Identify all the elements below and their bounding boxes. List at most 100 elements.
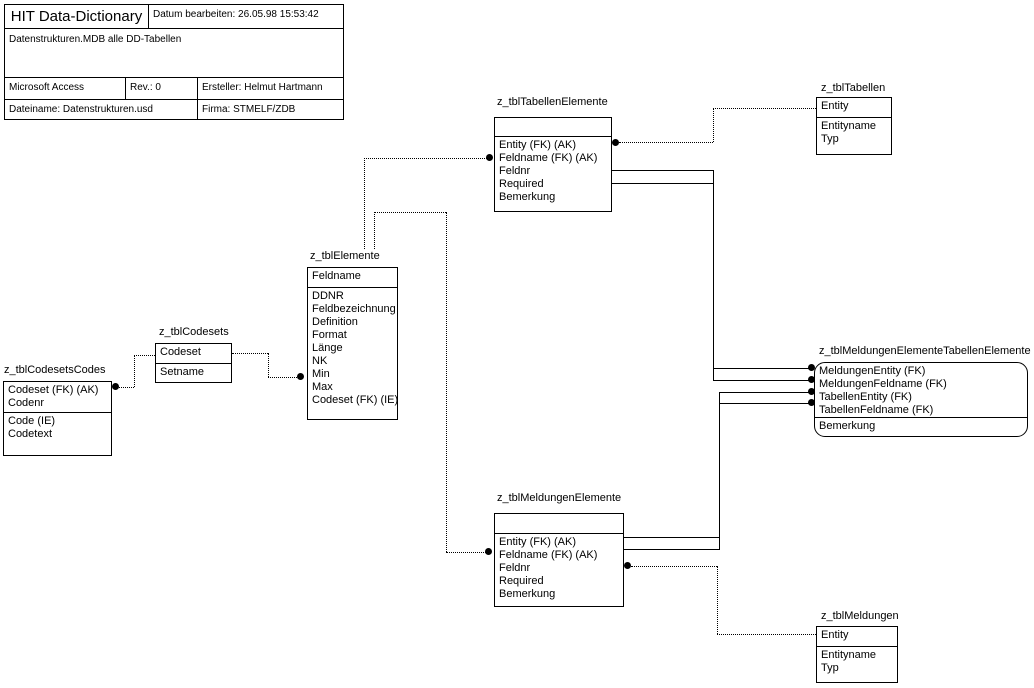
entity-title-z-tblcodesetscodes[interactable]: z_tblCodesetsCodes <box>3 364 107 377</box>
attr-section: DDNR Feldbezeichnung Definition Format L… <box>308 288 397 407</box>
report-filename: Dateiname: Datenstrukturen.usd <box>9 104 153 115</box>
pk-section: MeldungenEntity (FK) MeldungenFeldname (… <box>815 363 1027 418</box>
attr-section: Setname <box>156 364 231 379</box>
attr-section: Entityname Typ <box>817 118 891 146</box>
pk-section: Entity <box>817 98 891 118</box>
relationship-line-dotted <box>446 552 486 553</box>
relationship-line-dotted <box>134 355 135 387</box>
pk-section: Codeset <box>156 344 231 364</box>
relationship-line <box>719 403 812 404</box>
relationship-dot <box>808 376 815 383</box>
relationship-line <box>624 549 720 550</box>
relationship-line <box>713 170 714 381</box>
entity-title-z-tblmeldungenelementetabellenelemente[interactable]: z_tblMeldungenElementeTabellenElemente <box>818 345 1032 358</box>
field: Länge <box>312 342 343 354</box>
relationship-line-dotted <box>713 108 816 109</box>
entity-title-z-tblmeldungen[interactable]: z_tblMeldungen <box>820 610 900 623</box>
entity-z-tblmeldungenelementetabellenelemente[interactable]: MeldungenEntity (FK) MeldungenFeldname (… <box>814 362 1028 437</box>
relationship-line-dotted <box>119 387 134 388</box>
field: Bemerkung <box>499 588 556 600</box>
field: Codeset (FK) (IE) <box>312 394 397 406</box>
field: Codeset (FK) (AK) <box>8 384 99 396</box>
relationship-line-dotted <box>619 142 713 143</box>
field: Entity (FK) (AK) <box>499 536 577 548</box>
field: Entity <box>821 100 849 112</box>
relationship-line-dotted <box>717 634 816 635</box>
field: DDNR <box>312 290 344 302</box>
pk-section <box>495 514 623 534</box>
field: MeldungenEntity (FK) <box>819 365 926 377</box>
relationship-line-dotted <box>717 566 718 634</box>
relationship-line-dotted <box>374 212 375 263</box>
entity-title-z-tblelemente[interactable]: z_tblElemente <box>309 250 381 263</box>
relationship-dot <box>297 373 304 380</box>
pk-section: Entity <box>817 627 897 647</box>
report-title: HIT Data-Dictionary <box>10 8 143 25</box>
relationship-line <box>713 380 812 381</box>
relationship-line-dotted <box>713 108 714 142</box>
field: Definition <box>312 316 358 328</box>
divider <box>5 99 343 100</box>
field: TabellenFeldname (FK) <box>819 404 934 416</box>
field: Setname <box>160 366 205 378</box>
relationship-dot <box>808 388 815 395</box>
relationship-dot <box>808 399 815 406</box>
relationship-dot <box>485 548 492 555</box>
relationship-line <box>612 170 714 171</box>
field: Entityname <box>821 649 877 661</box>
field: Code (IE) <box>8 415 56 427</box>
entity-title-z-tbltabellen[interactable]: z_tblTabellen <box>820 82 887 95</box>
field: Entity (FK) (AK) <box>499 139 577 151</box>
field: Feldnr <box>499 165 531 177</box>
report-author: Ersteller: Helmut Hartmann <box>202 82 323 93</box>
field: Feldname (FK) (AK) <box>499 549 598 561</box>
attr-section: Bemerkung <box>815 418 1027 433</box>
entity-z-tblcodesetscodes[interactable]: Codeset (FK) (AK) Codenr Code (IE) Codet… <box>3 381 112 456</box>
attr-section: Entityname Typ <box>817 647 897 675</box>
field: Required <box>499 178 544 190</box>
entity-z-tblmeldungenelemente[interactable]: Entity (FK) (AK) Feldname (FK) (AK) Feld… <box>494 513 624 607</box>
entity-z-tbltabellen[interactable]: Entity Entityname Typ <box>816 97 892 155</box>
report-revision: Rev.: 0 <box>130 82 161 93</box>
field: NK <box>312 355 328 367</box>
divider <box>125 77 126 99</box>
report-app: Microsoft Access <box>9 82 85 93</box>
field: Codetext <box>8 428 53 440</box>
field: Bemerkung <box>819 420 876 432</box>
field: Min <box>312 368 330 380</box>
field: Feldname <box>312 270 361 282</box>
relationship-dot <box>486 154 493 161</box>
field: Typ <box>821 662 839 674</box>
report-date: Datum bearbeiten: 26.05.98 15:53:42 <box>153 9 319 20</box>
field: Max <box>312 381 333 393</box>
divider <box>5 77 343 78</box>
relationship-line-dotted <box>374 212 446 213</box>
pk-section: Codeset (FK) (AK) Codenr <box>4 382 111 413</box>
attr-section: Entity (FK) (AK) Feldname (FK) (AK) Feld… <box>495 534 623 601</box>
divider <box>148 5 149 28</box>
field: Required <box>499 575 544 587</box>
entity-title-z-tblcodesets[interactable]: z_tblCodesets <box>158 326 230 339</box>
entity-title-z-tblmeldungenelemente[interactable]: z_tblMeldungenElemente <box>496 492 623 505</box>
relationship-dot <box>112 383 119 390</box>
entity-z-tblcodesets[interactable]: Codeset Setname <box>155 343 232 383</box>
relationship-line-dotted <box>268 353 269 377</box>
relationship-dot <box>612 139 619 146</box>
entity-z-tblelemente[interactable]: Feldname DDNR Feldbezeichnung Definition… <box>307 267 398 420</box>
divider <box>197 77 198 119</box>
report-company: Firma: STMELF/ZDB <box>202 104 296 115</box>
field: Feldbezeichnung <box>312 303 396 315</box>
field: MeldungenFeldname (FK) <box>819 378 947 390</box>
pk-section <box>495 118 611 137</box>
relationship-line <box>624 537 720 538</box>
pk-section: Feldname <box>308 268 397 288</box>
relationship-line <box>719 392 812 393</box>
entity-z-tblmeldungen[interactable]: Entity Entityname Typ <box>816 626 898 683</box>
field: Codeset <box>160 346 201 358</box>
entity-z-tbltabellenelemente[interactable]: Entity (FK) (AK) Feldname (FK) (AK) Feld… <box>494 117 612 212</box>
relationship-line-dotted <box>631 566 717 567</box>
relationship-line <box>612 183 714 184</box>
relationship-line-dotted <box>134 355 155 356</box>
field: Entityname <box>821 120 877 132</box>
entity-title-z-tbltabellenelemente[interactable]: z_tblTabellenElemente <box>496 96 609 109</box>
